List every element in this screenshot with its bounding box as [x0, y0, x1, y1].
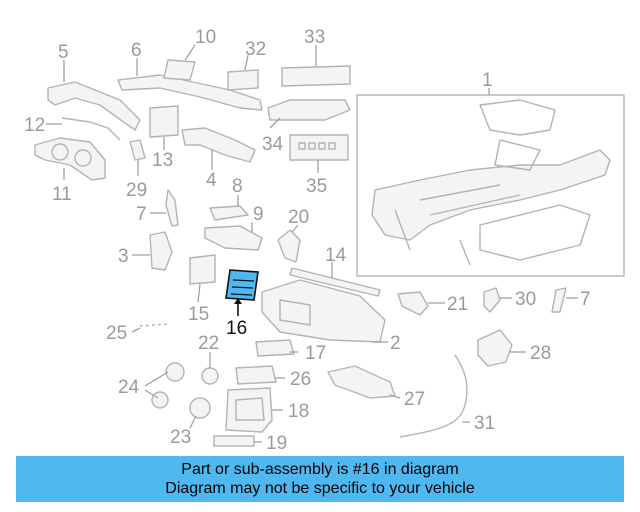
part-11-shape — [34, 137, 106, 181]
part-4-shape — [181, 127, 256, 170]
callout-14: 14 — [325, 245, 347, 266]
callout-8: 8 — [232, 176, 243, 197]
callout-26: 26 — [290, 369, 311, 390]
part-12-shape — [46, 117, 121, 141]
callout-25: 25 — [106, 323, 127, 344]
main-assembly-frame — [356, 94, 625, 277]
part-10-shape — [163, 44, 196, 81]
part-14-shape — [289, 262, 381, 297]
part-22-shape — [201, 352, 219, 385]
banner-line-1: Part or sub-assembly is #16 in diagram — [181, 461, 459, 478]
parts-diagram: 1 2 3 4 5 6 7 7 8 9 10 11 12 13 14 15 16… — [24, 27, 625, 454]
part-35-shape — [289, 134, 349, 173]
callout-31: 31 — [474, 413, 495, 434]
callout-35: 35 — [306, 176, 327, 197]
callout-2: 2 — [390, 333, 401, 354]
part-13-shape — [149, 105, 179, 150]
callout-28: 28 — [530, 343, 551, 364]
callout-34: 34 — [262, 134, 284, 155]
callout-7-left: 7 — [136, 204, 147, 225]
part-9-shape — [204, 222, 263, 251]
part-30-shape — [483, 287, 512, 313]
callout-33: 33 — [304, 27, 325, 48]
callout-30: 30 — [515, 289, 536, 310]
callout-7-right: 7 — [580, 289, 591, 310]
callout-19: 19 — [266, 433, 287, 454]
info-banner: Part or sub-assembly is #16 in diagram D… — [16, 456, 624, 502]
part-19-shape — [213, 435, 262, 447]
callout-20: 20 — [288, 207, 309, 228]
callout-10: 10 — [195, 27, 216, 48]
part-15-shape — [189, 254, 216, 303]
banner-line-2: Diagram may not be specific to your vehi… — [165, 480, 475, 497]
callout-9: 9 — [253, 204, 264, 225]
part-16-highlighted — [225, 269, 259, 316]
part-1-shape — [371, 99, 611, 266]
part-33-shape — [281, 45, 351, 87]
part-32-shape — [227, 54, 259, 91]
part-29-shape — [129, 139, 146, 176]
part-2-shape — [261, 279, 388, 343]
callout-18: 18 — [288, 401, 309, 422]
part-24-shape — [144, 362, 185, 409]
callout-1: 1 — [482, 70, 493, 91]
callout-5: 5 — [58, 42, 69, 63]
callout-21: 21 — [447, 294, 468, 315]
callout-17: 17 — [305, 343, 326, 364]
callout-12: 12 — [24, 115, 45, 136]
callout-24: 24 — [118, 377, 140, 398]
callout-27: 27 — [404, 389, 425, 410]
part-7a-shape — [150, 189, 179, 227]
callout-13: 13 — [152, 150, 173, 171]
callout-15: 15 — [188, 304, 209, 325]
callout-4: 4 — [206, 170, 217, 191]
part-7b-shape — [551, 287, 578, 313]
callout-22: 22 — [198, 333, 219, 354]
part-8-shape — [209, 195, 249, 221]
part-21-shape — [397, 291, 445, 316]
part-34-shape — [267, 99, 351, 129]
callout-32: 32 — [245, 39, 266, 60]
part-18-shape — [225, 387, 283, 433]
part-3-shape — [132, 231, 173, 271]
callout-11: 11 — [52, 184, 72, 205]
callout-6: 6 — [131, 40, 142, 61]
part-26-shape — [235, 365, 285, 385]
part-20-shape — [277, 224, 301, 263]
part-25-shape — [131, 323, 169, 333]
part-17-shape — [255, 339, 298, 357]
part-5-shape — [47, 60, 141, 131]
callout-3: 3 — [118, 246, 129, 267]
callout-23: 23 — [170, 427, 191, 448]
part-27-shape — [327, 365, 401, 399]
part-31-shape — [399, 354, 470, 438]
callout-29: 29 — [126, 180, 147, 201]
part-6-shape — [117, 58, 263, 111]
part-23-shape — [189, 397, 211, 429]
callout-16: 16 — [226, 318, 247, 339]
part-28-shape — [477, 329, 526, 367]
